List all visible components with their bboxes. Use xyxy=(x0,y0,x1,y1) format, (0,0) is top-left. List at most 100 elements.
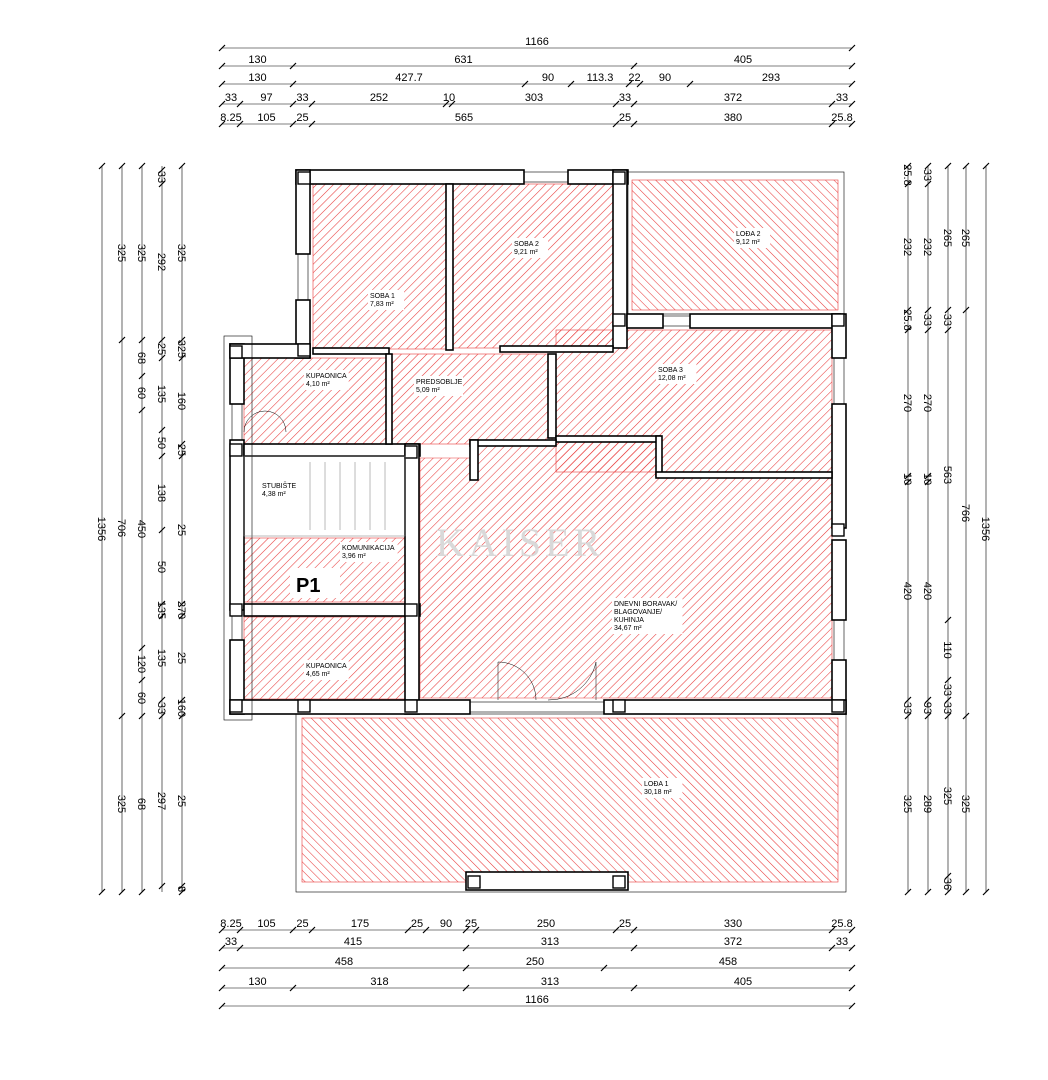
dim-label: 706 xyxy=(115,519,127,537)
dim-tick xyxy=(218,62,226,70)
dim-label: 380 xyxy=(724,112,742,124)
dim-tick xyxy=(630,984,638,992)
dim-tick xyxy=(178,600,186,608)
dim-label: 325 xyxy=(175,244,187,262)
dim-tick xyxy=(158,354,166,362)
dim-label: 325 xyxy=(135,244,147,262)
dim-tick xyxy=(158,452,166,460)
room-name: PREDSOBLJE xyxy=(416,379,463,386)
dim-label: 232 xyxy=(901,238,913,256)
dim-tick xyxy=(218,926,226,934)
dim-label: 25 xyxy=(296,918,308,930)
dim-label: 372 xyxy=(724,936,742,948)
dim-label: 427.7 xyxy=(395,72,423,84)
dim-tick xyxy=(218,100,226,108)
dim-tick xyxy=(828,926,836,934)
dim-tick xyxy=(218,944,226,952)
windows xyxy=(223,171,847,893)
dim-tick xyxy=(138,336,146,344)
dim-tick xyxy=(944,696,952,704)
dim-tick xyxy=(404,926,412,934)
dim-tick xyxy=(118,336,126,344)
dim-label: 138 xyxy=(155,484,167,502)
dim-tick xyxy=(904,712,912,720)
dim-label: 8 xyxy=(175,886,187,892)
room-area: 5,09 m² xyxy=(416,387,440,394)
dim-tick xyxy=(924,696,932,704)
dim-label: 325 xyxy=(941,787,953,805)
dim-label: 232 xyxy=(921,238,933,256)
dim-label: 1356 xyxy=(95,517,107,541)
dim-tick xyxy=(924,162,932,170)
dim-label: 8.25 xyxy=(220,112,241,124)
dim-tick xyxy=(848,100,856,108)
dim-tick xyxy=(944,676,952,684)
dim-tick xyxy=(848,944,856,952)
dim-label: 420 xyxy=(901,582,913,600)
dim-tick xyxy=(924,888,932,896)
dim-label: 10 xyxy=(901,473,913,485)
dim-tick xyxy=(904,162,912,170)
dim-tick xyxy=(236,120,244,128)
room-name: KUHINJA xyxy=(614,617,644,624)
room-label-bg xyxy=(734,228,771,248)
dim-tick xyxy=(178,888,186,896)
dim-tick xyxy=(178,452,186,460)
dim-label: 68 xyxy=(135,352,147,364)
dim-tick xyxy=(118,888,126,896)
dim-tick xyxy=(904,306,912,314)
dim-label: 25 xyxy=(619,112,631,124)
room-label-bg xyxy=(304,660,349,680)
dim-label: 25.8 xyxy=(901,309,913,330)
dim-tick xyxy=(218,120,226,128)
dim-tick xyxy=(944,162,952,170)
dim-tick xyxy=(158,712,166,720)
dim-tick xyxy=(448,100,456,108)
dim-tick xyxy=(178,162,186,170)
dim-tick xyxy=(308,100,316,108)
dim-tick xyxy=(962,712,970,720)
dim-label: 270 xyxy=(901,394,913,412)
dim-label: 563 xyxy=(941,466,953,484)
dim-tick xyxy=(138,162,146,170)
dim-label: 110 xyxy=(941,641,953,659)
dim-tick xyxy=(630,926,638,934)
dim-tick xyxy=(848,120,856,128)
room-area: 7,83 m² xyxy=(370,301,394,308)
dim-tick xyxy=(612,926,620,934)
room-fills xyxy=(243,179,839,883)
dim-tick xyxy=(630,944,638,952)
dim-tick xyxy=(289,926,297,934)
dim-label: 60 xyxy=(135,692,147,704)
dim-tick xyxy=(848,44,856,52)
dim-label: 250 xyxy=(526,956,544,968)
dim-tick xyxy=(289,80,297,88)
dim-label: 265 xyxy=(959,229,971,247)
dim-label: 372 xyxy=(724,92,742,104)
room-area: 30,18 m² xyxy=(644,789,672,796)
dim-tick xyxy=(422,926,430,934)
dim-label: 1166 xyxy=(525,994,549,1006)
dim-tick xyxy=(567,80,575,88)
dim-label: 33 xyxy=(619,92,631,104)
dim-label: 318 xyxy=(370,976,388,988)
dim-tick xyxy=(924,712,932,720)
dim-label: 330 xyxy=(724,918,742,930)
dim-tick xyxy=(308,120,316,128)
dim-tick xyxy=(848,1002,856,1010)
dim-tick xyxy=(848,62,856,70)
dim-label: 405 xyxy=(734,976,752,988)
room-area: 12,08 m² xyxy=(658,375,686,382)
dim-label: 25 xyxy=(619,918,631,930)
dim-tick xyxy=(178,336,186,344)
dim-label: 325 xyxy=(115,795,127,813)
dim-label: 113.3 xyxy=(587,72,614,84)
dim-tick xyxy=(982,888,990,896)
dim-tick xyxy=(289,984,297,992)
dim-label: 175 xyxy=(351,918,369,930)
dim-label: 25 xyxy=(175,795,187,807)
dim-label: 135 xyxy=(155,649,167,667)
room-label-bg xyxy=(340,542,398,562)
dim-tick xyxy=(138,372,146,380)
